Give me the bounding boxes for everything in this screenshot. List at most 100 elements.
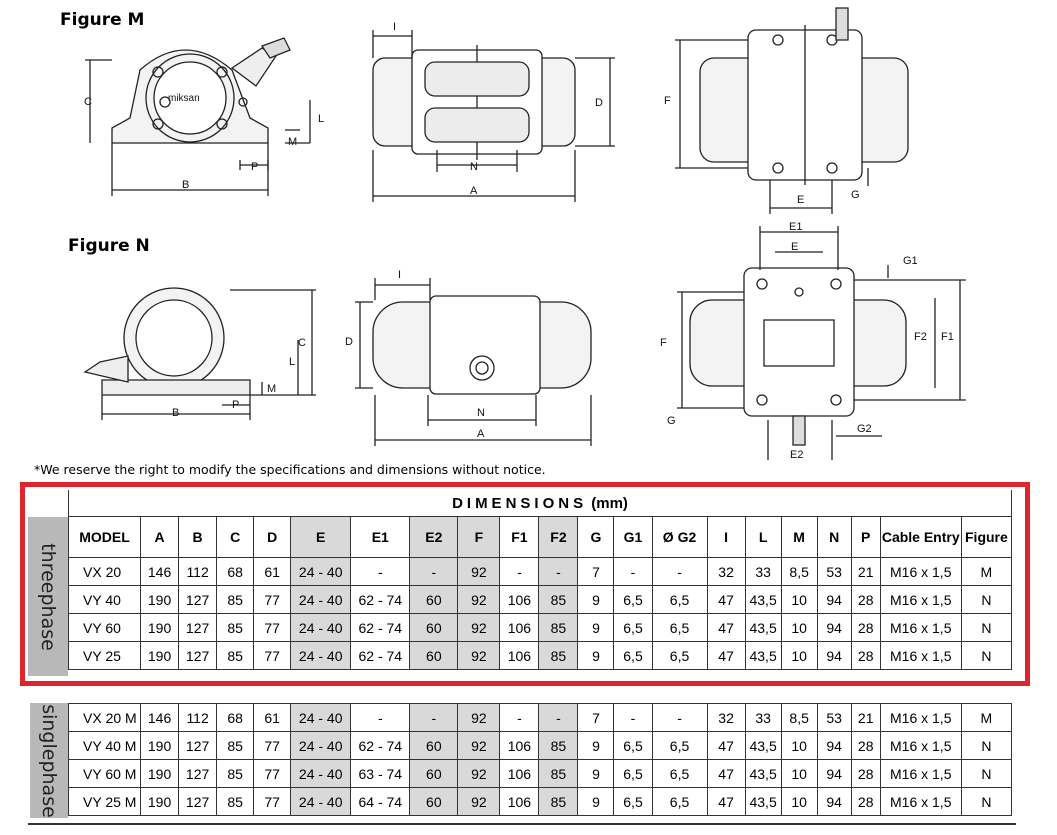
model-cell: VX 20 [67,557,142,586]
table-cell: 94 [816,641,852,670]
table-cell: 47 [706,585,746,614]
table-cell: 24 - 40 [290,613,352,642]
label-n-i: I [398,269,401,281]
singlephase-label: singlephase [30,703,68,818]
header-cell: F [457,516,501,558]
table-cell: 127 [178,585,218,614]
table-cell: 77 [253,613,292,642]
table-cell: 85 [538,641,579,670]
table-cell: 61 [253,703,292,732]
label-n-c: C [298,337,306,349]
table-cell: 47 [706,787,746,816]
table-cell: M16 x 1,5 [879,585,962,614]
model-cell: VY 60 [67,613,142,642]
highlight-box [20,482,1030,686]
table-cell: 92 [457,557,501,586]
table-cell: 9 [577,613,615,642]
table-cell: 85 [216,731,255,760]
table-cell: 77 [253,759,292,788]
model-cell: VY 25 M [67,787,142,816]
label-i: I [393,21,396,33]
table-cell: 190 [140,759,180,788]
table-cell: 77 [253,585,292,614]
label-n-f: F [660,337,667,349]
table-cell: 9 [577,585,615,614]
table-cell: 9 [577,731,615,760]
table-cell: 28 [850,731,881,760]
table-cell: 106 [499,759,540,788]
table-cell: - [409,557,459,586]
table-cell: 92 [457,703,501,732]
header-cell: Figure [960,516,1013,558]
table-cell: N [960,613,1013,642]
table-cell: 190 [140,585,180,614]
table-cell: 106 [499,731,540,760]
table-cell: 43,5 [744,759,782,788]
table-cell: - [350,557,411,586]
disclaimer-note: *We reserve the right to modify the spec… [34,462,546,477]
header-cell: N [816,516,852,558]
table-cell: - [538,557,579,586]
label-n-g2: G2 [857,423,872,435]
table-cell: 85 [216,641,255,670]
table-cell: 10 [780,787,818,816]
table-cell: 9 [577,787,615,816]
table-cell: 9 [577,759,615,788]
table-cell: 92 [457,585,501,614]
table-cell: 24 - 40 [290,703,352,732]
label-n-a: A [477,428,485,440]
table-cell: 62 - 74 [350,641,411,670]
header-cell: E [290,516,352,558]
table-cell: 85 [216,759,255,788]
table-cell: 127 [178,613,218,642]
table-cell: 112 [178,703,218,732]
header-cell: G1 [613,516,653,558]
label-m: M [288,136,297,148]
table-cell: 127 [178,731,218,760]
table-cell: 47 [706,731,746,760]
header-cell: P [850,516,881,558]
label-n-b: B [172,407,179,419]
table-cell: 85 [538,613,579,642]
label-a: A [470,185,478,197]
table-cell: 106 [499,641,540,670]
label-n-f1: F1 [941,331,954,343]
table-cell: - [651,703,708,732]
table-cell: 92 [457,641,501,670]
bottom-rule [28,823,1016,825]
table-cell: 28 [850,787,881,816]
table-cell: - [499,703,540,732]
table-cell: 28 [850,641,881,670]
brand-logo-text: miksan [168,93,200,104]
label-f: F [664,95,671,107]
label-c: C [84,96,92,108]
table-cell: 85 [216,585,255,614]
table-cell: 7 [577,703,615,732]
table-cell: 106 [499,787,540,816]
table-cell: 33 [744,703,782,732]
table-cell: 60 [409,641,459,670]
table-cell: 6,5 [613,731,653,760]
header-cell: E1 [350,516,411,558]
table-cell: M16 x 1,5 [879,759,962,788]
table-cell: 85 [538,731,579,760]
table-cell: 10 [780,641,818,670]
table-cell: 77 [253,787,292,816]
table-cell: 10 [780,731,818,760]
table-cell: 21 [850,557,881,586]
figure-m-title: Figure M [60,10,145,30]
table-cell: 6,5 [651,731,708,760]
table-cell: 68 [216,703,255,732]
table-cell: 6,5 [613,613,653,642]
table-cell: 127 [178,759,218,788]
table-cell: 24 - 40 [290,759,352,788]
table-cell: 24 - 40 [290,731,352,760]
figure-m-drawings: C L M P B I D N A F E G miksan C L M P B… [83,7,966,460]
table-cell: 6,5 [613,787,653,816]
table-cell: 60 [409,787,459,816]
table-cell: 6,5 [651,613,708,642]
